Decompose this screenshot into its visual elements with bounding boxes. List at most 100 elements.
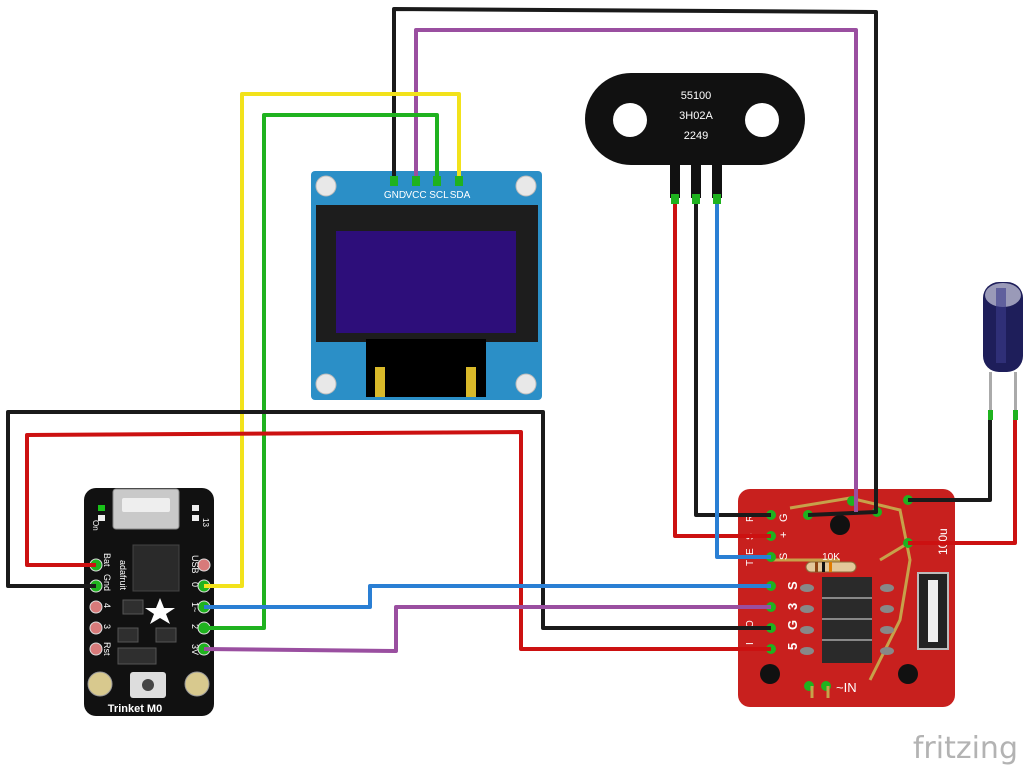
oled-mount-hole [515, 373, 537, 395]
capacitor-lead-end [988, 410, 993, 420]
wire-black-sensor [694, 198, 771, 517]
wire-connector [412, 176, 420, 186]
wire-black-trinket-gnd [6, 410, 771, 630]
driver-edge-t: T [745, 560, 756, 566]
wire-red-capacitor [908, 420, 1017, 545]
wire-purple-trinket-3v [203, 605, 771, 653]
wire-blue-sensor [715, 198, 771, 559]
ic-pins [800, 584, 894, 655]
trinket-brand-label: adafruit [118, 560, 128, 591]
trinket-pin-rst [89, 642, 103, 656]
trinket-label-bat: Bat [102, 553, 112, 567]
trinket-m0-board: On 13 Bat Gnd 4 3 Rst USB 0 1~ 2 3V adaf… [84, 488, 214, 716]
driver-edge-e: E [745, 548, 756, 555]
resistor-band [815, 562, 818, 572]
wire-connectors [390, 176, 721, 204]
trinket-label-2: 2 [190, 624, 200, 629]
wire-red-trinket-bat [25, 430, 771, 651]
resistor-band [829, 562, 832, 572]
reset-button-cap [142, 679, 154, 691]
board-mount-hole [760, 664, 780, 684]
wire-blue-trinket-pin1 [204, 584, 771, 609]
resistor-label: 10K [822, 552, 840, 563]
sensor-lead [712, 163, 722, 198]
oled-pin-label-sda: SDA [450, 190, 471, 201]
trinket-component [155, 627, 177, 643]
trinket-label-usb: USB [190, 555, 200, 574]
driver-edge-o: O [745, 620, 756, 628]
wire-connector [433, 176, 441, 186]
led-icon [192, 505, 199, 511]
pcb-trace [810, 686, 830, 698]
driver-input-label: ~IN [836, 680, 857, 695]
capacitor-lead [1014, 372, 1017, 412]
oled-mount-hole [315, 373, 337, 395]
usb-port-opening [122, 498, 170, 512]
mosfet-tab [928, 580, 938, 642]
sensor-body [585, 73, 805, 165]
oled-pin-label-scl: SCL [429, 190, 449, 201]
driver-label-plus: + [778, 532, 790, 538]
board-mount-hole [898, 664, 918, 684]
wire-connector [390, 176, 398, 186]
microcontroller-chip [132, 544, 180, 592]
slotted-optical-sensor: 55100 3H02A 2249 [585, 73, 805, 198]
oled-ribbon-contact [466, 367, 476, 397]
led-icon [98, 505, 105, 511]
wire-red-sensor [673, 198, 771, 538]
wire-black-oled-gnd [392, 7, 878, 517]
wire-connector [713, 194, 721, 204]
adafruit-flower-icon [145, 598, 175, 624]
sensor-lead [691, 163, 701, 198]
wire-connector [692, 194, 700, 204]
sensor-lead [670, 163, 680, 198]
driver-label-s: S [778, 553, 790, 560]
trinket-pcb [84, 488, 214, 716]
wire-black-capacitor [908, 420, 992, 502]
oled-pin-label-gnd: GND [384, 190, 406, 201]
trinket-name-label: Trinket M0 [108, 703, 162, 715]
wire-green-scl [204, 113, 439, 630]
sensor-mount-hole [745, 103, 779, 137]
trinket-label-13: 13 [201, 518, 210, 527]
electrolytic-capacitor [983, 282, 1023, 420]
led-icon [98, 515, 105, 521]
wire-connector [671, 194, 679, 204]
capacitor-stripe [996, 288, 1006, 363]
trinket-label-4: 4 [102, 603, 112, 608]
oled-display: GND VCC SCL SDA [311, 171, 542, 400]
wire-purple-oled-vcc [414, 28, 858, 512]
capacitor-lead [989, 372, 992, 412]
trinket-mount-pad [184, 671, 210, 697]
sensor-text-line1: 55100 [681, 90, 712, 102]
wire-yellow-sda [204, 92, 461, 588]
trinket-label-3v: 3V [190, 644, 200, 655]
trinket-component [117, 627, 139, 643]
trinket-pin-4 [89, 600, 103, 614]
oled-mount-hole [315, 175, 337, 197]
trinket-pin-3 [89, 621, 103, 635]
capacitor-lead-end [1013, 410, 1018, 420]
sensor-mount-hole [613, 103, 647, 137]
sensor-text-line3: 2249 [684, 130, 708, 142]
fritzing-logo: fritzing [913, 731, 1018, 766]
trinket-regulator [117, 647, 157, 665]
driver-board: 10K S + G 5 G 3 S R S E T I O 100u I [738, 489, 955, 707]
wire-connector [455, 176, 463, 186]
transistor-icon [830, 515, 850, 535]
driver-edge-i: I [745, 642, 756, 645]
driver-label-s2: S [785, 581, 800, 590]
led-icon [192, 515, 199, 521]
trinket-label-3: 3 [102, 624, 112, 629]
driver-label-3: 3 [785, 603, 800, 610]
oled-pin-label-vcc: VCC [405, 190, 426, 201]
oled-screen [336, 231, 516, 333]
resistor-band [822, 562, 825, 572]
trinket-component [122, 599, 144, 615]
pcb-trace [770, 543, 906, 562]
driver-edge-r: R [745, 515, 756, 522]
oled-mount-hole [515, 175, 537, 197]
trinket-label-on: On [91, 520, 100, 531]
trinket-mount-pad [87, 671, 113, 697]
